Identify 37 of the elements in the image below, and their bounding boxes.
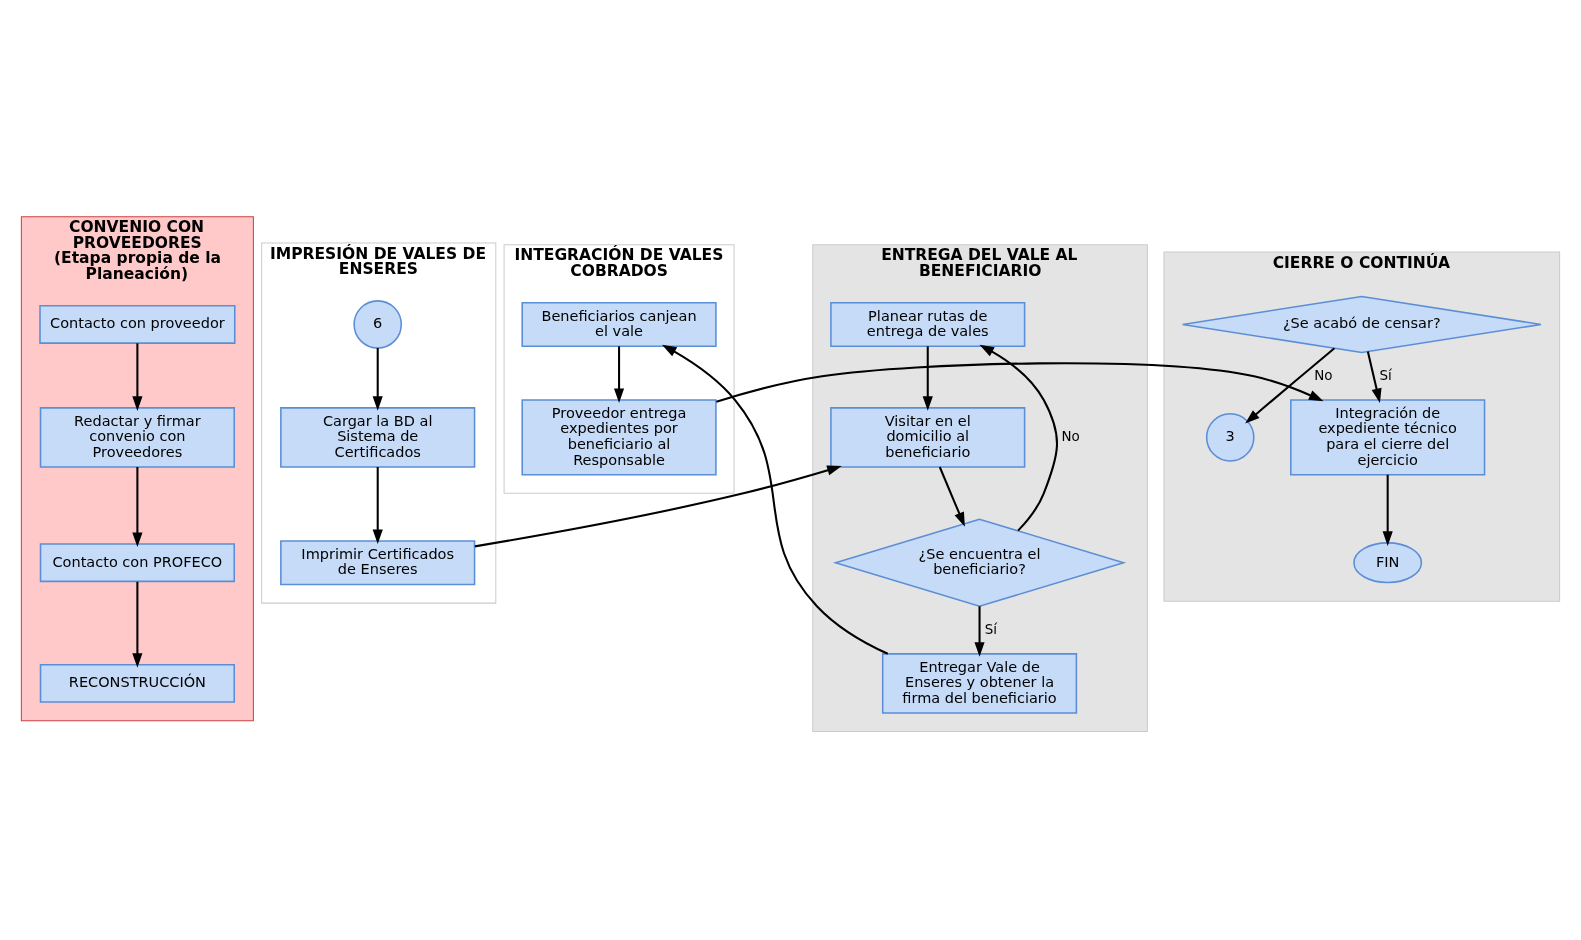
node-box: Contacto con proveedor: [39, 304, 236, 344]
arrow: [1366, 350, 1382, 403]
edge-label: No: [1314, 367, 1333, 383]
arrow: [979, 344, 1058, 531]
node-box: Integración de expediente técnico para el cierre del ejercicio: [1290, 398, 1486, 475]
arrow: [132, 466, 143, 547]
node-box: Redactar y firmar convenio con Proveedores: [39, 406, 235, 468]
arrow: [922, 345, 933, 411]
arrow: [1245, 347, 1336, 424]
node-box: RECONSTRUCCIÓN: [39, 663, 235, 703]
edge-label: Sí: [984, 621, 998, 637]
node-box: Beneficiarios canjean el vale: [521, 301, 717, 347]
arrow: [614, 345, 625, 403]
node-box: Cargar la BD al Sistema de Certificados: [280, 406, 476, 468]
arrow: [662, 344, 889, 655]
arrow: [132, 342, 143, 411]
arrow: [716, 361, 1324, 403]
edge-label: Sí: [1379, 367, 1392, 383]
node-box: Proveedor entrega expedientes por beneficiario al Responsable: [521, 398, 717, 475]
arrow: [372, 466, 383, 544]
node-box: Imprimir Certificados de Enseres: [280, 539, 476, 585]
node-circle: 6: [353, 299, 403, 349]
arrow: [132, 581, 143, 668]
arrow: [1382, 474, 1393, 546]
node-diamond: ¿Se encuentra el beneficiario?: [832, 517, 1127, 607]
node-ellipse: FIN: [1353, 541, 1423, 583]
node-box: Visitar en el domicilio al beneficiario: [830, 406, 1026, 468]
arrow: [474, 464, 842, 547]
node-diamond: ¿Se acabó de censar?: [1181, 295, 1542, 353]
node-box: Entregar Vale de Enseres y obtener la firma del beneficiario: [881, 652, 1078, 714]
arrow: [974, 605, 985, 657]
node-box: Contacto con PROFECO: [39, 542, 235, 582]
arrow: [372, 347, 383, 411]
node-box: Planear rutas de entrega de vales: [830, 301, 1026, 347]
node-circle: 3: [1205, 412, 1255, 462]
edge-label: No: [1061, 428, 1080, 444]
arrow: [938, 466, 965, 527]
